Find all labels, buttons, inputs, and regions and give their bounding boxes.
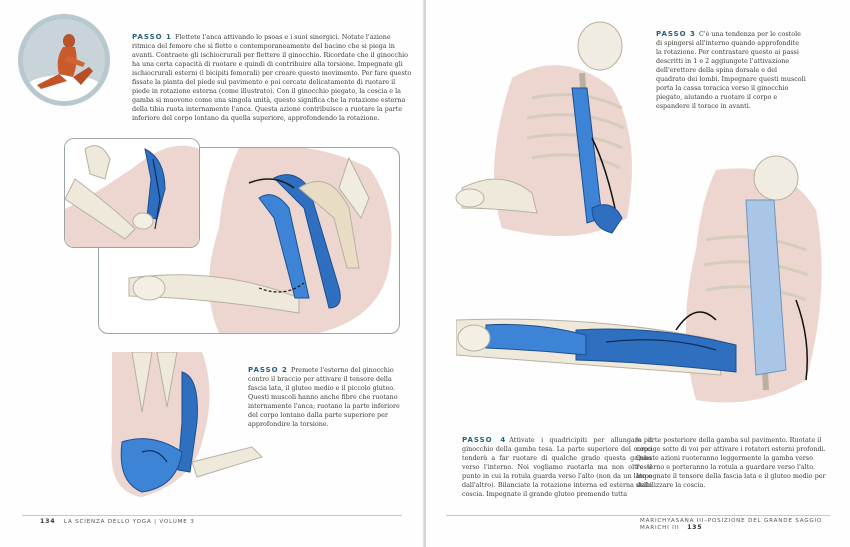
step4-text-col2: la parte posteriore della gamba sul pavi… xyxy=(636,436,832,490)
step1-body: Flettete l'anca attivando lo psoas e i s… xyxy=(132,33,412,122)
right-page-number: 135 xyxy=(687,524,703,531)
step3-body: C'è una tendenza per le costole di sping… xyxy=(656,30,806,110)
right-footer-divider xyxy=(446,515,830,516)
knee-rotation-inset xyxy=(64,138,200,248)
step4-body-col2: la parte posteriore della gamba sul pavi… xyxy=(636,436,826,489)
step4-title: PASSO 4 xyxy=(462,436,507,444)
step4-body-col1: Attivate i quadricipiti per allungare il… xyxy=(462,436,652,498)
quadriceps-illustration xyxy=(455,150,836,425)
spine-erector-illustration xyxy=(442,18,652,248)
left-page-number: 134 xyxy=(40,518,56,525)
left-footer-divider xyxy=(22,515,402,516)
step2-title: PASSO 2 xyxy=(248,366,288,374)
step2-body: Premete l'esterno del ginocchio contro i… xyxy=(248,366,400,428)
right-footer-running-head: MARICHYASANA III–POSIZIONE DEL GRANDE SA… xyxy=(640,518,823,531)
step3-title: PASSO 3 xyxy=(656,30,696,38)
abductor-illustration xyxy=(82,351,272,502)
left-footer: 134 LA SCIENZA DELLO YOGA | VOLUME 3 xyxy=(40,518,195,525)
page-gutter xyxy=(423,0,427,547)
step1-title: PASSO 1 xyxy=(132,33,172,41)
right-footer: MARICHYASANA III–POSIZIONE DEL GRANDE SA… xyxy=(640,518,850,531)
left-footer-running-head: LA SCIENZA DELLO YOGA | VOLUME 3 xyxy=(63,519,195,525)
pose-thumbnail xyxy=(18,14,110,106)
